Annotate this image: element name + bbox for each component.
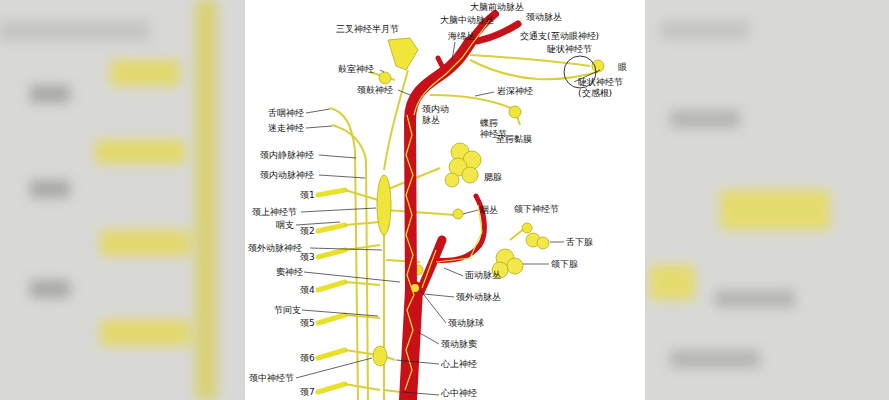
part-label: 节间支 [274, 305, 301, 316]
part-label: 睫状神经节 (交感根) [578, 77, 628, 99]
part-label: 心上神经 [441, 359, 477, 370]
part-label: 颈2 [300, 226, 315, 237]
part-label: 咽丛 [480, 205, 498, 216]
part-label: 鼓室神经 [338, 64, 374, 75]
figure-ground [245, 0, 645, 400]
part-label: 三叉神经半月节 [336, 24, 399, 35]
part-label: 舌下腺 [566, 237, 593, 248]
part-label: 交通支(至动眼神经) [520, 31, 599, 42]
part-label: 颈7 [300, 387, 315, 398]
part-label: 睫状神经节 [547, 44, 592, 55]
spinal-roots [318, 190, 345, 392]
part-label: 窦神经 [276, 267, 303, 278]
part-label: 颈中神经节 [249, 373, 294, 384]
arterial-plexus [405, 20, 490, 390]
part-label: 岩深神经 [497, 86, 533, 97]
part-label: 面动脉丛 [465, 270, 501, 281]
part-label: 大脑中动脉丛 [440, 15, 494, 26]
part-label: 眼 [618, 62, 627, 73]
part-label: 颈动脉丛 [526, 12, 562, 23]
part-label: 颈外动脉丛 [456, 292, 501, 303]
part-label: 腮腺 [484, 172, 502, 183]
part-label: 颌下腺 [551, 259, 578, 270]
part-label: 颌下神经节 [514, 204, 559, 215]
part-label: 颈6 [300, 353, 315, 364]
part-label: 颈内静脉神经 [260, 150, 314, 161]
carotid-body [411, 284, 419, 292]
part-label: 颈4 [300, 285, 315, 296]
part-label: 颈内动脉神经 [260, 170, 314, 181]
part-label: 颈鼓神经 [357, 85, 393, 96]
part-label: 海绵丛 [448, 31, 475, 42]
part-label: 颈动脉窦 [441, 339, 477, 350]
part-label: 颈5 [300, 318, 315, 329]
leader-lines [296, 42, 600, 395]
carotid-arteries [408, 14, 518, 400]
part-label: 颈1 [300, 190, 315, 201]
part-label: 咽支 [276, 220, 294, 231]
part-label: 颈上神经节 [252, 207, 297, 218]
nerves [330, 55, 598, 400]
part-label: 至腭黏膜 [496, 134, 532, 145]
part-label: 颈动脉球 [448, 318, 484, 329]
part-label: 颈外动脉神经 [248, 243, 302, 254]
part-label: 大脑前动脉丛 [470, 2, 524, 13]
part-label: 心中神经 [441, 388, 477, 399]
part-label: 迷走神经 [268, 123, 304, 134]
part-label: 颈3 [300, 252, 315, 263]
part-label: 颈内动 脉丛 [422, 104, 454, 126]
part-label: 舌咽神经 [268, 108, 304, 119]
